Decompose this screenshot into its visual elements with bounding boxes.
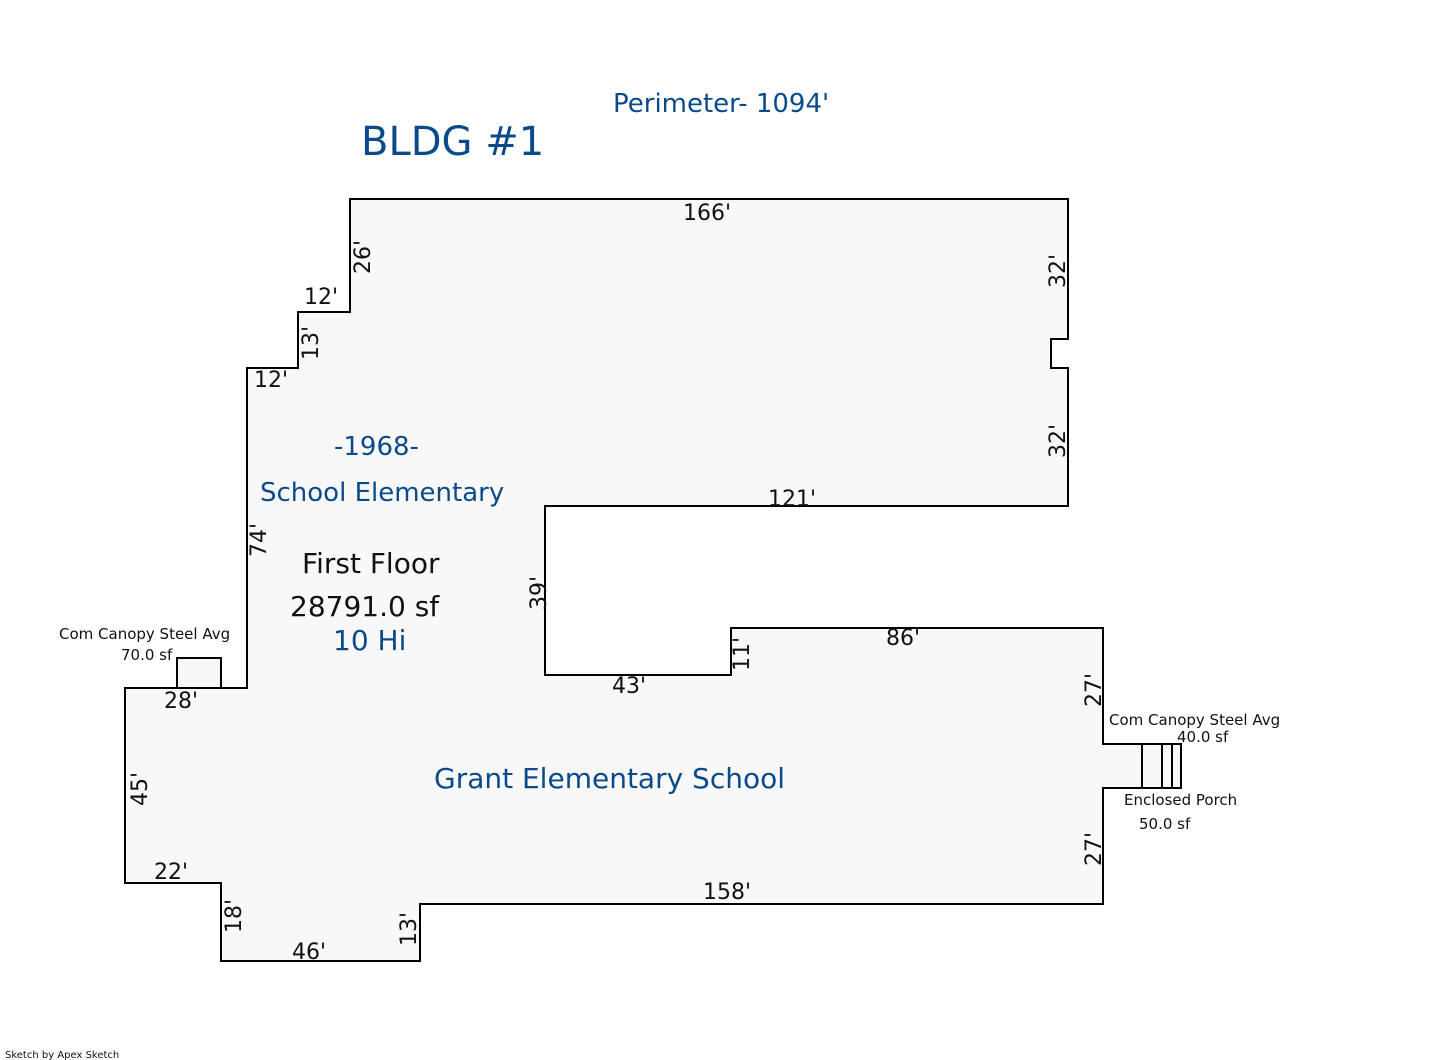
dim-ledge: 28'	[164, 689, 198, 714]
dim-bottom-left: 46'	[292, 940, 326, 965]
dim-mid-top: 86'	[886, 626, 920, 651]
dim-sw-step: 22'	[154, 860, 188, 885]
school-name: Grant Elementary School	[434, 762, 785, 795]
dim-inner-bottom: 43'	[612, 674, 646, 699]
dim-inner-left: 39'	[527, 576, 552, 610]
height-label: 10 Hi	[333, 624, 406, 657]
dim-sw-drop: 18'	[222, 899, 247, 933]
dim-right-mid-upper: 27'	[1082, 673, 1107, 707]
dim-top: 166'	[683, 201, 731, 226]
canopy-west	[176, 657, 222, 689]
porch-label: Enclosed Porch	[1124, 791, 1237, 809]
canopy-west-area: 70.0 sf	[121, 646, 173, 664]
canopy-east-area: 40.0 sf	[1177, 728, 1229, 746]
building-title: BLDG #1	[361, 119, 544, 165]
floor-label: First Floor	[302, 547, 440, 580]
canopy-west-label: Com Canopy Steel Avg	[59, 625, 230, 643]
dim-right-lower: 32'	[1046, 424, 1071, 458]
dim-left-main: 74'	[247, 523, 272, 557]
dim-step1-h: 12'	[304, 285, 338, 310]
dim-step2-h: 12'	[254, 368, 288, 393]
dim-step1-v: 13'	[299, 326, 324, 360]
canopy-east-label: Com Canopy Steel Avg	[1109, 711, 1280, 729]
dim-left-upper: 26'	[351, 240, 376, 274]
dim-inner-right: 11'	[730, 637, 755, 671]
porch-area: 50.0 sf	[1139, 815, 1191, 833]
use-label: School Elementary	[260, 478, 504, 508]
dim-bottom-step: 13'	[397, 912, 422, 946]
dim-right-mid-lower: 27'	[1082, 832, 1107, 866]
sketch-credit: Sketch by Apex Sketch	[5, 1050, 119, 1060]
dim-right-upper: 32'	[1046, 254, 1071, 288]
perimeter-label: Perimeter- 1094'	[613, 89, 829, 119]
area-label: 28791.0 sf	[290, 590, 440, 623]
year-label: -1968-	[334, 432, 419, 462]
dim-inner-top: 121'	[768, 487, 816, 512]
building-outline	[124, 198, 1143, 962]
dim-west: 45'	[128, 772, 153, 806]
dim-bottom: 158'	[703, 880, 751, 905]
